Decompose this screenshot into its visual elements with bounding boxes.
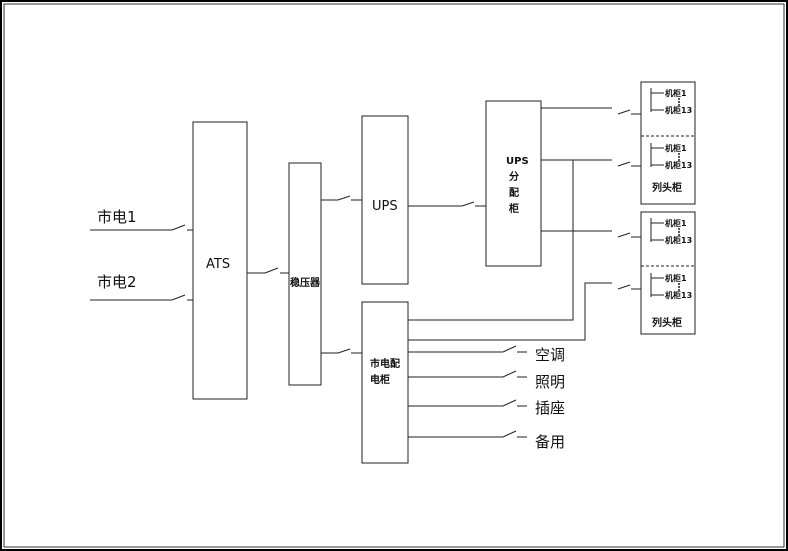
rack-last-label: 机柜13	[665, 105, 692, 115]
rack-last-label: 机柜13	[665, 160, 692, 170]
rack-first-label: 机柜1	[665, 143, 687, 153]
load-ac-line	[408, 345, 527, 353]
ups-box	[361, 115, 409, 285]
rack-first-label: 机柜1	[665, 88, 687, 98]
regulator-to-mains-dist-line	[321, 348, 362, 354]
load-socket-label: 插座	[535, 399, 565, 417]
ups-label: UPS	[372, 199, 398, 214]
ups-dist-to-rack-top-2	[541, 159, 641, 167]
ups-dist-to-rack-top-1	[541, 107, 641, 115]
rack-last-label: 机柜13	[665, 235, 692, 245]
head-cabinet-bottom-label: 列头柜	[652, 316, 682, 329]
ups-dist-to-rack-bottom-1	[541, 230, 641, 238]
ups-dist-line2: 分	[509, 170, 519, 183]
mains-dist-line2: 电柜	[370, 373, 390, 386]
load-lighting-line	[408, 370, 527, 378]
load-ac-label: 空调	[535, 346, 565, 364]
head-cabinet-top-label: 列头柜	[652, 181, 682, 194]
mains-1-label: 市电1	[97, 208, 137, 226]
ups-to-dist-line	[408, 201, 486, 207]
mains-dist-line1: 市电配	[370, 357, 400, 370]
head-cabinet-bottom: 机柜1 机柜13 机柜1 机柜13 列头柜	[640, 211, 696, 335]
mains-2-label: 市电2	[97, 273, 137, 291]
ats-to-regulator-line	[247, 267, 289, 274]
regulator-to-ups-line	[321, 195, 362, 201]
load-backup-label: 备用	[535, 433, 565, 451]
load-socket-line	[408, 399, 527, 407]
ups-dist-line1: UPS	[506, 156, 529, 167]
ups-dist-line4: 柜	[508, 202, 519, 215]
rack-first-label: 机柜1	[665, 218, 687, 228]
regulator-box	[288, 162, 322, 386]
mains-1-line	[90, 224, 193, 231]
load-backup-line	[408, 430, 527, 438]
rack-first-label: 机柜1	[665, 273, 687, 283]
mains-dist-to-rack-bottom	[408, 282, 641, 341]
ups-dist-box	[485, 100, 542, 267]
mains-dist-to-rack-top	[408, 159, 612, 321]
mains-2-line	[90, 294, 193, 301]
regulator-label: 稳压器	[290, 276, 321, 289]
ats-label: ATS	[206, 257, 230, 272]
ats-box	[192, 121, 248, 400]
rack-last-label: 机柜13	[665, 290, 692, 300]
ups-dist-line3: 配	[509, 187, 519, 199]
load-lighting-label: 照明	[535, 373, 565, 391]
mains-dist-box	[361, 301, 409, 464]
head-cabinet-top: 机柜1 机柜13 机柜1 机柜13 列头柜	[640, 81, 696, 205]
